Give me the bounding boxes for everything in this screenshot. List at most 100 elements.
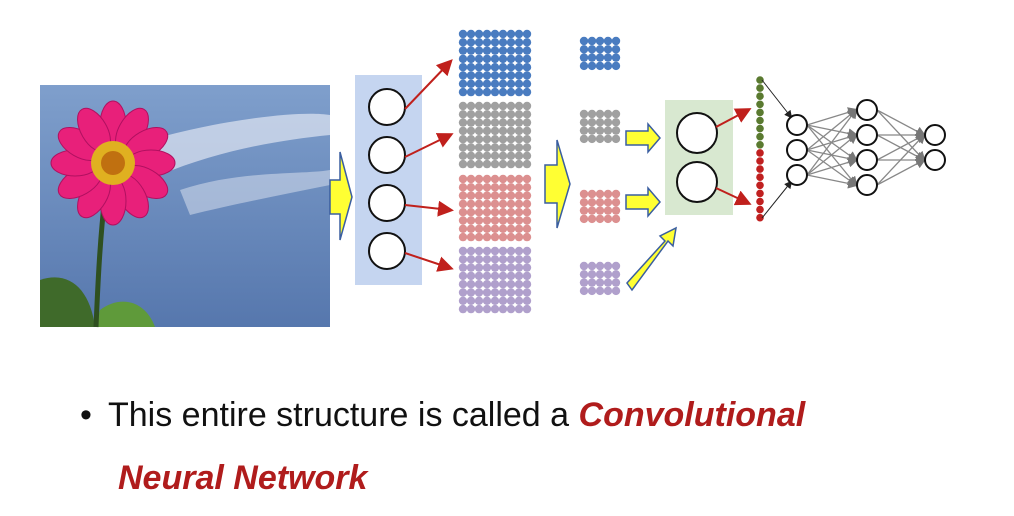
second-filter-node bbox=[676, 161, 718, 203]
dense-connection bbox=[806, 107, 858, 176]
feature-map-dot bbox=[474, 199, 484, 209]
dense-neuron bbox=[786, 164, 808, 186]
dense-neuron bbox=[924, 124, 946, 146]
feature-map-dot bbox=[498, 199, 508, 209]
feature-map-dot bbox=[458, 191, 468, 200]
pooled-map-dot bbox=[587, 278, 597, 287]
pooled-map-dot bbox=[587, 45, 597, 54]
pooled-map-dot bbox=[579, 61, 589, 71]
feature-map-dot bbox=[490, 296, 500, 305]
feature-map-dot bbox=[514, 288, 524, 297]
feature-map-dot bbox=[506, 232, 516, 242]
feature-map-dot bbox=[522, 246, 532, 256]
feature-map-dot bbox=[514, 271, 524, 281]
feature-map-dot bbox=[498, 79, 508, 89]
feature-map-dot bbox=[458, 87, 468, 97]
feature-map-dot bbox=[514, 62, 524, 72]
pooled-map-dot bbox=[611, 206, 621, 215]
bullet-text: This entire structure is called a bbox=[108, 396, 579, 434]
feature-map-dot bbox=[482, 216, 492, 225]
pooled-map-dot bbox=[579, 126, 589, 135]
feature-map-dot bbox=[474, 46, 484, 55]
dense-connection bbox=[876, 109, 927, 137]
feature-map-dot bbox=[514, 183, 524, 192]
feature-map-dot bbox=[506, 151, 516, 160]
feature-map-dot bbox=[514, 118, 524, 127]
yellow-arrow-icon bbox=[544, 139, 571, 229]
feature-map-dot bbox=[482, 143, 492, 152]
pooled-map-dot bbox=[587, 206, 597, 215]
feature-map-dot bbox=[506, 191, 516, 200]
feature-map-dot bbox=[498, 304, 508, 314]
feature-map-dot bbox=[514, 174, 524, 184]
pooled-map-dot bbox=[595, 134, 605, 144]
feature-map-dot bbox=[458, 46, 468, 55]
feature-map-dot bbox=[458, 135, 468, 144]
feature-map-dot bbox=[490, 232, 500, 242]
feature-map-dot bbox=[522, 183, 532, 192]
feature-map-dot bbox=[482, 304, 492, 314]
pooled-map-dot bbox=[595, 286, 605, 296]
feature-map-dot bbox=[466, 143, 476, 152]
pooled-map-dot bbox=[603, 61, 613, 71]
pooled-map-dot bbox=[611, 53, 621, 62]
feature-map-dot bbox=[490, 110, 500, 119]
feature-map-dot bbox=[498, 183, 508, 192]
feature-map-dot bbox=[466, 79, 476, 89]
feature-map-dot bbox=[522, 224, 532, 233]
feature-map-dot bbox=[490, 271, 500, 281]
feature-map-dot bbox=[498, 280, 508, 289]
feature-map-dot bbox=[514, 135, 524, 144]
flattened-dot bbox=[756, 100, 764, 109]
pooled-map-dot bbox=[579, 261, 589, 271]
feature-map-dot bbox=[458, 246, 468, 256]
feature-map-dot bbox=[458, 38, 468, 47]
pooled-map-dot bbox=[595, 270, 605, 279]
feature-map-dot bbox=[474, 255, 484, 264]
feature-map-dot bbox=[466, 288, 476, 297]
feature-map-dot bbox=[474, 263, 484, 272]
feature-map-dot bbox=[466, 208, 476, 217]
dense-connection bbox=[806, 174, 859, 189]
pooled-map-dot bbox=[595, 198, 605, 207]
feature-map-dot bbox=[482, 29, 492, 39]
feature-map-dot bbox=[466, 87, 476, 97]
feature-map-dot bbox=[506, 87, 516, 97]
feature-map-dot bbox=[474, 271, 484, 281]
feature-map-dot bbox=[474, 191, 484, 200]
flattened-dot bbox=[756, 197, 764, 206]
pooled-map-dot bbox=[579, 36, 589, 46]
pooled-map-dot bbox=[579, 109, 589, 119]
feature-map-dot bbox=[466, 46, 476, 55]
pooled-map-dot bbox=[579, 198, 589, 207]
feature-map-dot bbox=[482, 62, 492, 72]
feature-map-dot bbox=[506, 255, 516, 264]
feature-map-dot bbox=[490, 151, 500, 160]
feature-map-dot bbox=[506, 183, 516, 192]
feature-map-dot bbox=[522, 191, 532, 200]
feature-map-dot bbox=[482, 191, 492, 200]
pooled-map-dot bbox=[611, 109, 621, 119]
pooled-map-dot bbox=[603, 45, 613, 54]
feature-map-dot bbox=[506, 208, 516, 217]
feature-map-dot bbox=[498, 143, 508, 152]
feature-map-dot bbox=[498, 87, 508, 97]
conv-filter-node bbox=[368, 88, 406, 126]
pooled-map-dot bbox=[611, 126, 621, 135]
feature-map-dot bbox=[482, 280, 492, 289]
pooled-map-dot bbox=[579, 270, 589, 279]
conv-filter-node bbox=[368, 232, 406, 270]
feature-map-dot bbox=[514, 110, 524, 119]
feature-map-dot bbox=[522, 199, 532, 209]
pooled-map-dot bbox=[611, 36, 621, 46]
feature-map-dot bbox=[482, 46, 492, 55]
pooled-map-dot bbox=[611, 189, 621, 199]
pooled-map-dot bbox=[595, 189, 605, 199]
feature-map-dot bbox=[482, 288, 492, 297]
feature-map-dot bbox=[490, 183, 500, 192]
feature-map-dot bbox=[522, 263, 532, 272]
pooled-map-dot bbox=[579, 189, 589, 199]
flattened-dot bbox=[756, 149, 764, 157]
feature-map-dot bbox=[474, 54, 484, 64]
feature-map-dot bbox=[490, 126, 500, 136]
